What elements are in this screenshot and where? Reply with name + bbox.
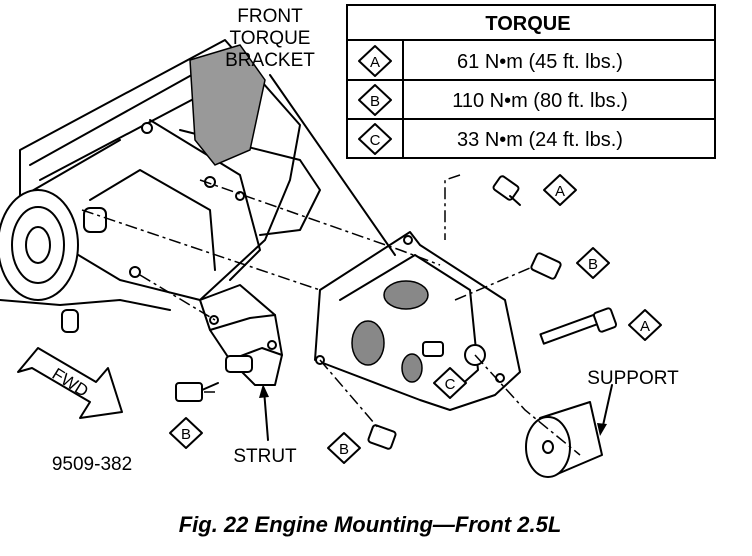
callout-b-left-label: B xyxy=(181,426,191,443)
callout-b-bottom: B xyxy=(327,432,361,464)
bolt-a-right xyxy=(539,307,618,345)
callout-b-upper-label: B xyxy=(588,256,598,273)
figure-number: 9509-382 xyxy=(52,454,132,475)
leader-lines xyxy=(259,74,613,441)
torque-row-a: A 61 N•m (45 ft. lbs.) xyxy=(358,45,623,77)
torque-row-c-key: C xyxy=(370,132,381,149)
callout-c-center: C xyxy=(433,367,467,399)
torque-row-b-key: B xyxy=(370,93,380,110)
support-insulator xyxy=(525,401,603,478)
callout-a-right: A xyxy=(628,309,662,341)
callout-a-right-label: A xyxy=(640,318,650,335)
support-label: SUPPORT xyxy=(587,368,679,389)
bolt-b-upper xyxy=(530,252,562,280)
torque-row-b-value: 110 N•m (80 ft. lbs.) xyxy=(452,90,628,112)
front-torque-bracket-label-line-2: TORQUE xyxy=(230,28,311,49)
torque-row-a-value: 61 N•m (45 ft. lbs.) xyxy=(457,51,623,73)
strut-bracket xyxy=(199,284,283,386)
assembly-centre-lines xyxy=(81,174,581,456)
front-torque-bracket-label-line-1: FRONT xyxy=(237,6,303,27)
forward-direction-arrow: FWD xyxy=(17,347,123,419)
torque-row-a-key: A xyxy=(370,54,380,71)
bolt-a-upper xyxy=(492,175,521,206)
callout-a-upper-label: A xyxy=(555,183,565,200)
figure-caption: Fig. 22 Engine Mounting—Front 2.5L xyxy=(179,512,562,537)
bolt-b-left xyxy=(175,382,219,402)
callout-c-center-label: C xyxy=(445,376,456,393)
torque-row-b: B 110 N•m (80 ft. lbs.) xyxy=(358,84,628,116)
torque-row-c: C 33 N•m (24 ft. lbs.) xyxy=(358,123,623,155)
callout-b-bottom-label: B xyxy=(339,441,349,458)
bolt-b-bottom xyxy=(367,424,397,450)
strut-label: STRUT xyxy=(233,446,297,467)
bolt-c-center xyxy=(422,341,444,357)
torque-row-c-value: 33 N•m (24 ft. lbs.) xyxy=(457,129,623,151)
callout-b-upper: B xyxy=(576,247,610,279)
callout-b-left: B xyxy=(169,417,203,449)
torque-table: TORQUE A 61 N•m (45 ft. lbs.) B 110 N•m … xyxy=(346,4,716,159)
callout-a-upper: A xyxy=(543,174,577,206)
torque-table-header: TORQUE xyxy=(485,13,570,35)
front-torque-bracket-label-line-3: BRACKET xyxy=(225,50,315,71)
front-torque-bracket xyxy=(314,231,521,411)
engine-block-illustration xyxy=(0,39,321,333)
